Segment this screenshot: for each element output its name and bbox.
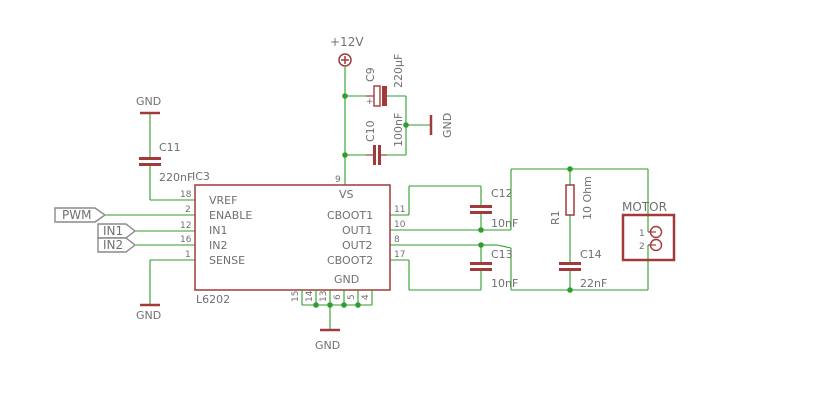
c11-ref: C11 xyxy=(159,141,181,154)
ic-pin-enable: 2 ENABLE xyxy=(185,205,252,222)
pin-name: OUT2 xyxy=(342,239,372,252)
capacitor-c9: + C9 220µF xyxy=(364,54,405,107)
c10-value: 100nF xyxy=(392,113,405,147)
supply-label: +12V xyxy=(330,35,364,49)
ic-pin-out2: 8 OUT2 xyxy=(342,235,400,252)
c12-value: 10nF xyxy=(491,217,518,230)
ic-pin-cboot2: 17 CBOOT2 xyxy=(327,250,405,267)
input-port-in2: IN2 xyxy=(97,237,137,253)
ic-gnd-label: GND xyxy=(334,273,359,286)
pin-name: VS xyxy=(339,188,354,201)
ic-pin-sense: 1 SENSE xyxy=(185,250,245,267)
input-port-pwm: PWM xyxy=(54,207,107,223)
pin-name: SENSE xyxy=(209,254,245,267)
pin-number: 16 xyxy=(180,235,192,245)
pin-number: 6 xyxy=(333,294,343,300)
c12-ref: C12 xyxy=(491,187,513,200)
gnd-label: GND xyxy=(136,95,161,108)
ic-ref: IC3 xyxy=(192,170,210,183)
pin-name: CBOOT1 xyxy=(327,209,373,222)
pin-number: 18 xyxy=(180,190,192,200)
pin-number: 1 xyxy=(639,229,645,239)
pin-number: 8 xyxy=(394,235,400,245)
gnd-bottom-left: GND xyxy=(136,303,161,322)
pin-number: 2 xyxy=(639,242,645,252)
pin-name: VREF xyxy=(209,194,237,207)
ic-pin-vref: 18 VREF xyxy=(180,190,237,207)
pin-number: 13 xyxy=(319,291,329,302)
c13-ref: C13 xyxy=(491,248,513,261)
c11-value: 220nF xyxy=(159,171,193,184)
port-label: PWM xyxy=(62,208,91,222)
ic-bottom-pins: 15 14 13 6 5 4 xyxy=(291,290,373,305)
pin-number: 1 xyxy=(185,250,191,260)
ic-pin-out1: 10 OUT1 xyxy=(342,220,406,237)
supply-12v: +12V xyxy=(330,35,364,67)
port-label: IN2 xyxy=(103,238,123,252)
gnd-label: GND xyxy=(441,113,454,138)
capacitor-c11: C11 220nF xyxy=(139,141,193,184)
input-port-in1: IN1 xyxy=(97,223,137,239)
c10-ref: C10 xyxy=(364,120,377,142)
pin-number: 17 xyxy=(394,250,405,260)
resistor-r1: R1 10 Ohm xyxy=(549,176,594,225)
ic-pin-in1: 12 IN1 xyxy=(180,221,227,237)
pin-number: 14 xyxy=(305,290,315,302)
motor-connector: MOTOR 1 2 xyxy=(621,200,676,262)
r1-ref: R1 xyxy=(549,210,562,225)
capacitor-c12: C12 10nF xyxy=(470,187,518,230)
pin-number: 2 xyxy=(185,205,191,215)
pin-name: ENABLE xyxy=(209,209,252,222)
c14-value: 22nF xyxy=(580,277,607,290)
port-label: IN1 xyxy=(103,224,123,238)
pin-name: IN1 xyxy=(209,224,227,237)
polarity-mark: + xyxy=(366,97,374,107)
pin-number: 10 xyxy=(394,220,406,230)
c14-ref: C14 xyxy=(580,248,602,261)
pin-name: CBOOT2 xyxy=(327,254,373,267)
ic-pin-in2: 16 IN2 xyxy=(180,235,227,252)
capacitor-c14: C14 22nF xyxy=(559,248,607,290)
motor-label: MOTOR xyxy=(622,200,667,214)
gnd-bottom-center: GND xyxy=(315,328,340,352)
gnd-right: GND xyxy=(429,113,454,138)
pin-name: IN2 xyxy=(209,239,227,252)
pin-name: OUT1 xyxy=(342,224,372,237)
pin-number: 11 xyxy=(394,205,405,215)
pin-number: 12 xyxy=(180,221,191,231)
pin-number: 5 xyxy=(347,294,357,300)
c13-value: 10nF xyxy=(491,277,518,290)
ic-pin-cboot1: 11 CBOOT1 xyxy=(327,205,405,222)
pin-number: 9 xyxy=(335,175,341,185)
pin-number: 15 xyxy=(291,291,301,302)
gnd-label: GND xyxy=(136,309,161,322)
wires xyxy=(105,67,649,330)
ic-pin-vs: 9 VS xyxy=(335,175,354,201)
capacitor-c13: C13 10nF xyxy=(470,248,518,290)
r1-value: 10 Ohm xyxy=(581,176,594,220)
gnd-top-left: GND xyxy=(136,95,161,115)
gnd-label: GND xyxy=(315,339,340,352)
ic-l6202: IC3 L6202 18 VREF 2 ENABLE 12 IN1 16 IN2… xyxy=(180,170,406,306)
c9-value: 220µF xyxy=(392,54,405,88)
pin-number: 4 xyxy=(361,294,371,300)
c9-ref: C9 xyxy=(364,67,377,82)
capacitor-c10: C10 100nF xyxy=(364,113,405,165)
ic-part: L6202 xyxy=(196,293,230,306)
